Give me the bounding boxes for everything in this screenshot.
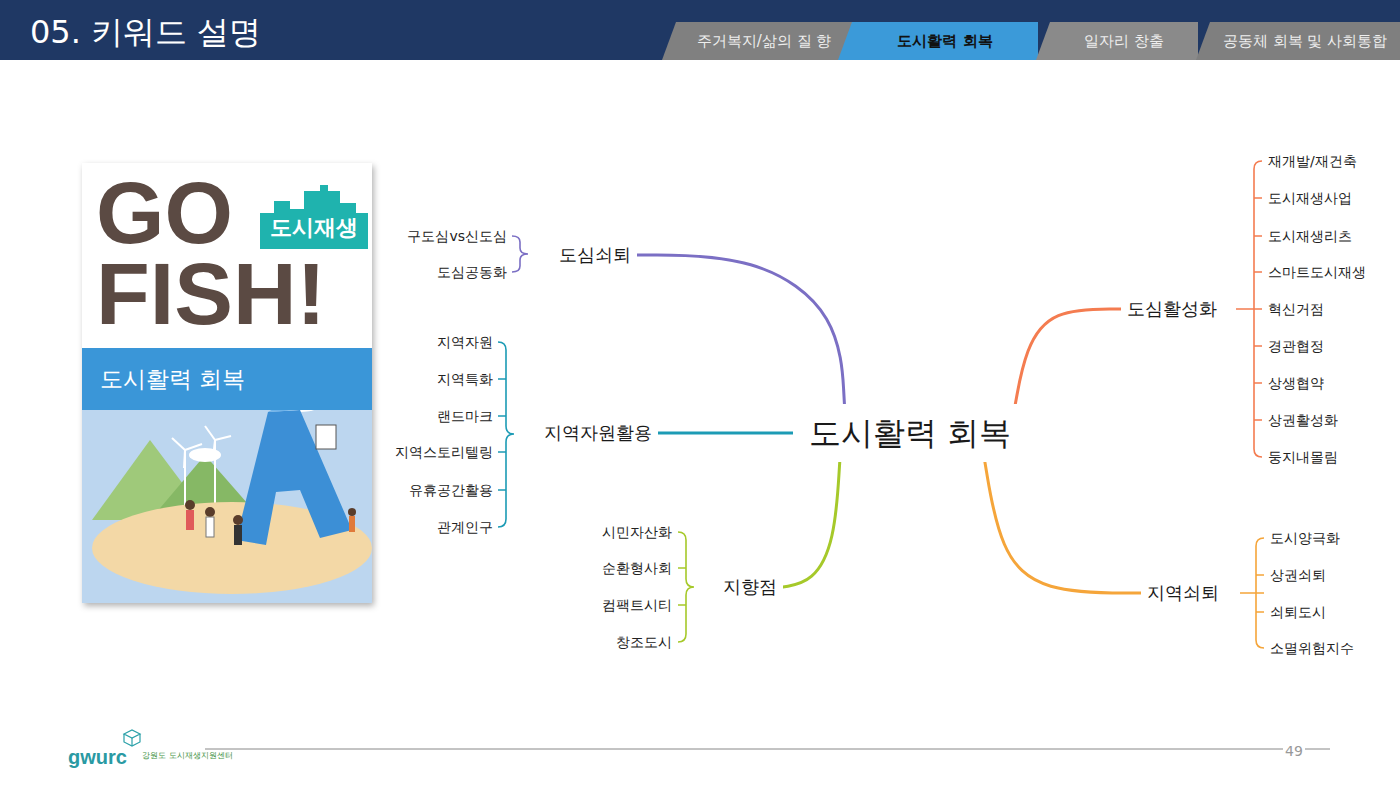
section-tab: 일자리 창출 [1036,22,1198,60]
leaf-keyword: 도시양극화 [1270,529,1340,547]
logo-text: gwurc [68,745,127,769]
badge: 도시재생 [260,183,368,249]
branch-connector [985,462,1141,593]
tab-shape [662,22,852,60]
leaf-keyword: 쇠퇴도시 [1270,603,1326,621]
leaf-keyword: 도시재생사업 [1268,189,1352,207]
badge-shape [260,185,368,249]
node-text: 지향점 [723,576,777,598]
leaf-keyword: 관계인구 [437,518,493,536]
central-topic: 도시활력 회복 [793,404,1027,462]
leaf-keyword: 둥지내몰림 [1268,448,1338,466]
node-text: 도시활력 회복 [100,364,245,395]
node-text: 도시활력 회복 [809,414,1011,452]
branch-connector [658,431,793,434]
active-section-tab: 도시활력 회복 [838,22,1038,60]
node-text: 도심쇠퇴 [559,244,631,266]
header-bar [0,0,1400,60]
letter-sculpture [236,410,352,545]
cover-panel [82,163,372,603]
section-tab: 공동체 회복 및 사회통합 [1196,22,1400,60]
people [185,500,356,545]
branch-connector [1015,309,1121,404]
bracket [512,236,528,272]
leaf-keyword: 재개발/재건축 [1268,152,1357,170]
node-text: 일자리 창출 [1084,32,1164,51]
branch-topic: 도심쇠퇴 [553,240,637,270]
cover-band: 도시활력 회복 [82,348,372,410]
page-title: 05. 키워드 설명 [30,12,261,52]
tab-shape [838,22,1038,60]
leaf-keyword: 도심공동화 [437,263,507,281]
leaf-keyword: 상권쇠퇴 [1270,566,1326,584]
branch-topic: 지향점 [717,572,783,602]
bracket [678,532,694,642]
branch-topic: 지역자원활용 [538,418,658,448]
bracket [1236,161,1262,457]
leaf-keyword: 도시재생리츠 [1268,227,1352,245]
leaf-keyword: 소멸위험지수 [1270,639,1354,657]
leaf-keyword: 구도심vs신도심 [407,227,507,245]
branch-connector [637,255,844,404]
leaf-keyword: 순환형사회 [602,559,672,577]
logo-cube [124,730,140,746]
leaf-keyword: 지역특화 [437,370,493,388]
logo-subtext: 강원도 도시재생지원센터 [142,751,233,761]
node-text: 지역쇠퇴 [1147,582,1219,604]
node-text: 공동체 회복 및 사회통합 [1223,32,1387,51]
leaf-keyword: 상생협약 [1268,374,1324,392]
branch-topic: 도심활성화 [1121,294,1223,324]
leaf-keyword: 지역자원 [437,333,493,351]
node-text: 주거복지/삶의 질 향 [697,32,832,51]
leaf-keyword: 스마트도시재생 [1268,263,1366,281]
node-text: 도시재생 [270,213,358,243]
windmills [172,426,231,515]
footer-rule [205,749,1330,750]
cloud [189,448,221,462]
branch-topic: 지역쇠퇴 [1141,578,1225,608]
leaf-keyword: 컴팩트시티 [602,596,672,614]
cover-sky [82,410,372,603]
node-text: 도심활성화 [1127,298,1217,320]
sign-board [316,425,336,449]
node-text: 도시활력 회복 [897,32,992,51]
book-cover: GO FISH!도시재생도시활력 회복 [82,163,372,603]
leaf-keyword: 창조도시 [616,633,672,651]
leaf-keyword: 시민자산화 [602,523,672,541]
leaf-keyword: 혁신거점 [1268,300,1324,318]
page-number: 49 [1283,742,1305,760]
leaf-keyword: 랜드마크 [437,407,493,425]
leaf-keyword: 경관협정 [1268,337,1324,355]
tab-shape [1196,22,1400,60]
tab-shape [1036,22,1198,60]
bracket [1240,538,1264,648]
leaf-keyword: 상권활성화 [1268,411,1338,429]
leaf-keyword: 지역스토리텔링 [395,443,493,461]
leaf-keyword: 유휴공간활용 [409,481,493,499]
section-tab: 주거복지/삶의 질 향 [662,22,852,60]
node-text: 지역자원활용 [544,422,652,444]
bracket [498,342,514,527]
branch-connector [783,462,840,587]
